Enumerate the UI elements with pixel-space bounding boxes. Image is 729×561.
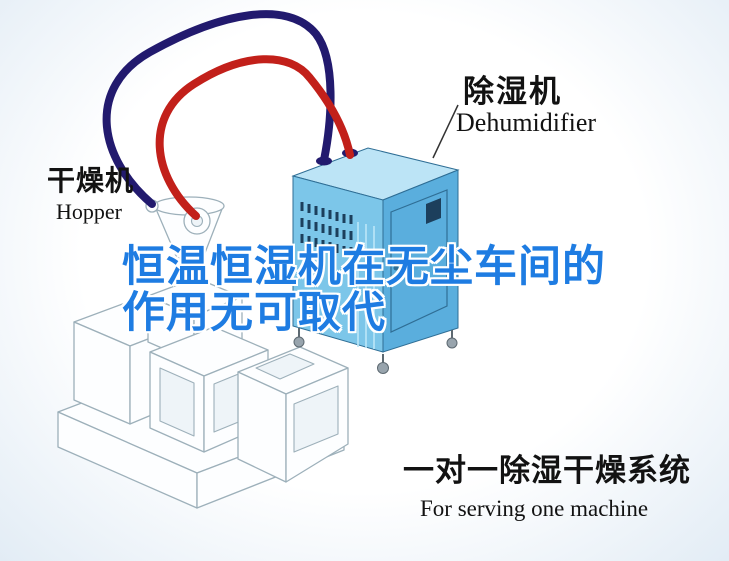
supply-air-pipe	[155, 55, 354, 220]
caster-wheels	[293, 328, 458, 374]
door-handle	[393, 265, 399, 271]
endbox-lid	[255, 353, 315, 380]
overlay-headline-line1: 恒温恒湿机在无尘车间的	[122, 243, 606, 291]
endbox-door	[293, 385, 339, 453]
caption-en: For serving one machine	[420, 496, 649, 521]
control-display	[426, 198, 441, 224]
dehumidifier-label-cn: 除湿机	[463, 74, 562, 109]
vent-grid	[300, 202, 353, 256]
overlay-headline-line2: 作用无可取代	[122, 289, 386, 337]
dehumidifier-label-en: Dehumidifier	[456, 108, 597, 137]
label-pointer-line	[432, 104, 459, 159]
caption-cn: 一对一除湿干燥系统	[403, 453, 691, 488]
return-air-pipe	[102, 10, 335, 208]
hopper-neck	[176, 257, 204, 285]
front-panel-stripes	[357, 222, 375, 349]
dehumidifier-illustration	[291, 147, 460, 374]
hopper-label-en: Hopper	[56, 199, 122, 224]
hopper-label-cn: 干燥机	[47, 165, 135, 196]
midbox-door-left	[159, 367, 195, 437]
extruder-machine-illustration	[57, 277, 349, 509]
side-door-outline	[390, 189, 448, 333]
